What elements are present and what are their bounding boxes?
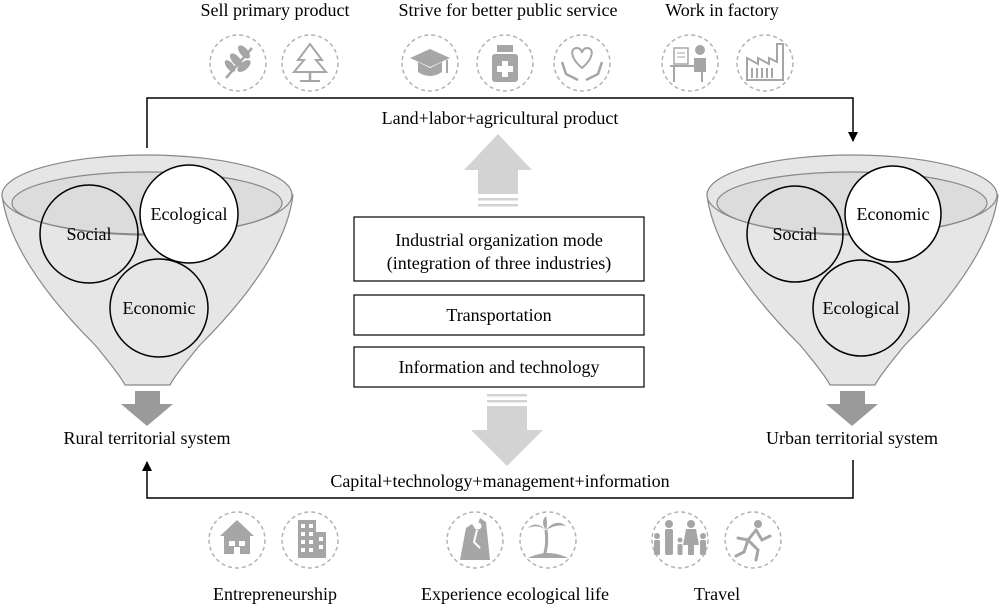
urban-ecological-circle (812, 259, 910, 357)
family-icon (651, 511, 709, 569)
office-worker-icon (661, 34, 719, 92)
graduation-cap-icon (401, 34, 459, 92)
caption-travel: Travel (694, 584, 740, 604)
bottom-flow-label: Capital+technology+management+informatio… (330, 471, 669, 491)
rural-ecological-circle (139, 164, 239, 264)
transportation-label: Transportation (446, 305, 551, 325)
urban-down-arrow (826, 391, 878, 426)
up-arrow (464, 134, 532, 207)
factory-icon (736, 34, 794, 92)
building-icon (281, 511, 339, 569)
urban-ecological-label: Ecological (823, 298, 900, 318)
caption-sell-primary-product: Sell primary product (201, 0, 350, 20)
caption-work-in-factory: Work in factory (665, 0, 779, 20)
rural-economic-circle (109, 258, 209, 358)
palm-island-icon (519, 511, 577, 569)
caption-experience-ecological-life: Experience ecological life (421, 584, 609, 604)
industrial-organization-box: Industrial organization mode (integratio… (353, 216, 645, 282)
industrial-line-2: (integration of three industries) (387, 253, 611, 274)
house-icon (208, 511, 266, 569)
urban-economic-circle (844, 165, 942, 263)
rural-social-circle (39, 184, 139, 284)
urban-social-label: Social (773, 224, 818, 244)
rural-funnel: Social Ecological Economic (1, 154, 294, 386)
urban-funnel: Social Economic Ecological (706, 154, 999, 386)
rural-ecological-label: Ecological (151, 204, 228, 224)
information-technology-label: Information and technology (399, 357, 600, 377)
urban-system-label: Urban territorial system (766, 428, 938, 448)
down-arrow (471, 394, 543, 466)
caption-public-service: Strive for better public service (399, 0, 618, 20)
rural-social-label: Social (67, 224, 112, 244)
heart-hands-icon (553, 34, 611, 92)
runner-icon (724, 511, 782, 569)
climber-icon (446, 511, 504, 569)
urban-social-circle (746, 185, 844, 283)
top-flow-connector (146, 97, 858, 148)
top-flow-label: Land+labor+agricultural product (382, 108, 619, 128)
wheat-icon (209, 34, 267, 92)
tree-icon (281, 34, 339, 92)
transportation-box: Transportation (353, 294, 645, 336)
industrial-line-1: Industrial organization mode (395, 230, 603, 250)
rural-system-label: Rural territorial system (64, 428, 231, 448)
bottom-flow-connector (142, 460, 854, 499)
medicine-bottle-icon (476, 34, 534, 92)
caption-entrepreneurship: Entrepreneurship (213, 584, 337, 604)
rural-down-arrow (121, 391, 173, 426)
urban-economic-label: Economic (857, 204, 930, 224)
rural-economic-label: Economic (123, 298, 196, 318)
information-technology-box: Information and technology (353, 346, 645, 388)
